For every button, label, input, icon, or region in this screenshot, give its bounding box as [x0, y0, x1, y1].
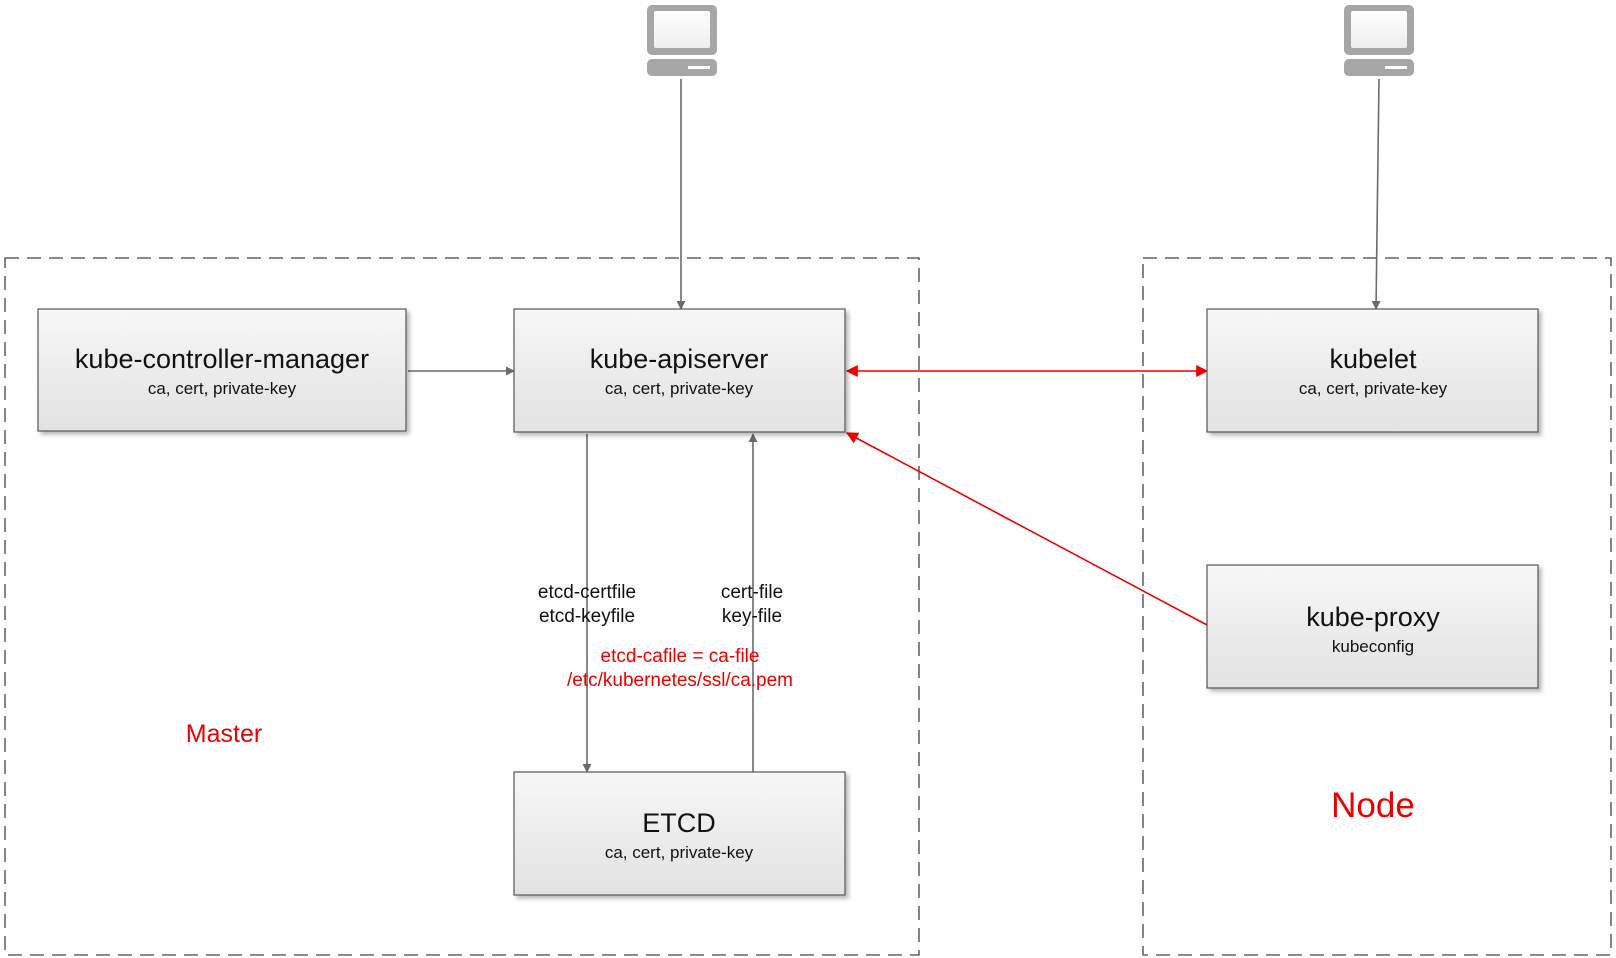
node-title: kubelet — [1329, 344, 1417, 374]
node-title: kube-controller-manager — [75, 344, 369, 374]
edge-proxy-to-apiserver — [845, 432, 1208, 626]
node-subtitle: ca, cert, private-key — [148, 379, 297, 398]
edge-label-line: /etc/kubernetes/ssl/ca.pem — [567, 670, 793, 691]
node-subtitle: ca, cert, private-key — [1299, 379, 1448, 398]
master-group: Master — [4, 257, 920, 956]
edge-label-line: etcd-certfile — [538, 582, 636, 603]
etcd-node: ETCD ca, cert, private-key — [513, 771, 846, 896]
node-client — [1344, 5, 1414, 76]
master-group-label: Master — [186, 720, 262, 748]
master-client — [647, 5, 717, 76]
edge-label-line: cert-file — [721, 582, 783, 603]
edge-label-shared-ca: etcd-cafile = ca-file /etc/kubernetes/ss… — [567, 646, 793, 691]
node-subtitle: ca, cert, private-key — [605, 379, 754, 398]
node-title: ETCD — [642, 808, 716, 838]
edge-label-etcd-to-apiserver: cert-file key-file — [721, 582, 783, 627]
node-title: kube-proxy — [1306, 602, 1440, 632]
master-group-frame — [4, 257, 920, 956]
node-group-label: Node — [1331, 786, 1415, 825]
computer-icon — [647, 5, 717, 76]
edge-label-apiserver-to-etcd: etcd-certfile etcd-keyfile — [538, 582, 636, 627]
edge-label-line: etcd-cafile = ca-file — [601, 646, 760, 667]
node-subtitle: kubeconfig — [1332, 637, 1414, 656]
computer-icon — [1344, 5, 1414, 76]
kube-controller-manager-node: kube-controller-manager ca, cert, privat… — [37, 308, 407, 432]
edge-label-line: etcd-keyfile — [539, 606, 635, 627]
kubelet-node: kubelet ca, cert, private-key — [1206, 308, 1539, 433]
kube-proxy-node: kube-proxy kubeconfig — [1206, 564, 1539, 689]
node-subtitle: ca, cert, private-key — [605, 843, 754, 862]
kube-apiserver-node: kube-apiserver ca, cert, private-key — [513, 308, 846, 433]
edge-client-to-kubelet — [1371, 78, 1381, 310]
node-title: kube-apiserver — [590, 344, 769, 374]
edge-label-line: key-file — [722, 606, 782, 627]
